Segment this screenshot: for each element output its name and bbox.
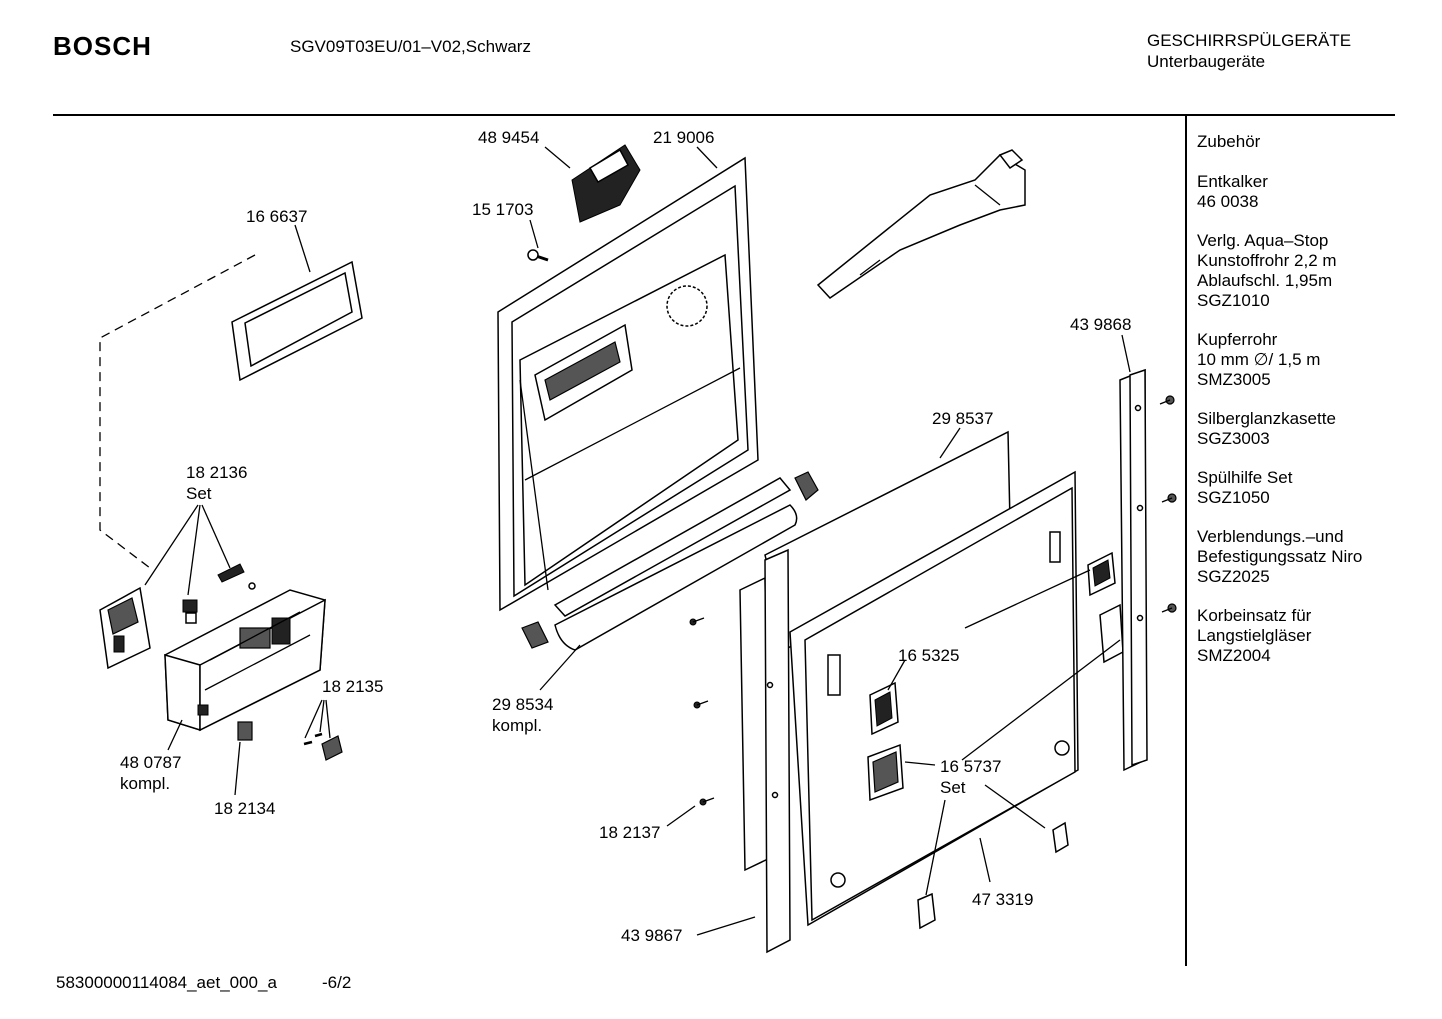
document-id: 58300000114084_aet_000_a bbox=[56, 973, 277, 992]
brand-logo: BOSCH bbox=[53, 31, 152, 61]
side-screws-part bbox=[1159, 395, 1177, 613]
part-label-489454: 48 9454 bbox=[478, 128, 539, 147]
hook-part bbox=[794, 471, 819, 501]
accessory-line: SGZ1010 bbox=[1197, 291, 1270, 310]
seal-clip-part bbox=[521, 621, 549, 649]
control-module-part bbox=[164, 589, 326, 732]
accessories-heading: Zubehör bbox=[1197, 132, 1261, 151]
accessory-line: Verblendungs.–und bbox=[1197, 527, 1344, 546]
part-label-165737-set: Set bbox=[940, 778, 966, 797]
accessory-line: SGZ2025 bbox=[1197, 567, 1270, 586]
accessory-line: Kupferrohr bbox=[1197, 330, 1278, 349]
right-trim-strip-part bbox=[1119, 368, 1148, 772]
part-label-165737: 16 5737 bbox=[940, 757, 1001, 776]
accessory-line: Ablaufschl. 1,95m bbox=[1197, 271, 1333, 290]
accessory-line: Verlg. Aqua–Stop bbox=[1197, 231, 1329, 250]
accessory-line: Korbeinsatz für bbox=[1197, 606, 1312, 625]
dashed-assembly-line bbox=[99, 254, 256, 569]
accessory-line: Spülhilfe Set bbox=[1197, 468, 1293, 487]
accessory-line: 46 0038 bbox=[1197, 192, 1259, 211]
accessory-line: Entkalker bbox=[1197, 172, 1268, 191]
hose-bracket-part bbox=[816, 149, 1026, 299]
seal-frame-part bbox=[231, 260, 363, 382]
side-plate-part bbox=[99, 586, 151, 670]
part-label-439867: 43 9867 bbox=[621, 926, 682, 945]
part-label-298537: 29 8537 bbox=[932, 409, 993, 428]
accessory-line: SGZ1050 bbox=[1197, 488, 1270, 507]
accessory-line: Langstielgläser bbox=[1197, 626, 1312, 645]
model-number: SGV09T03EU/01–V02,Schwarz bbox=[290, 37, 531, 56]
hinge-mount-part bbox=[869, 551, 1116, 736]
part-label-219006: 21 9006 bbox=[653, 128, 714, 147]
accessory-line: Kunstoffrohr 2,2 m bbox=[1197, 251, 1337, 270]
leader-lines bbox=[144, 146, 1131, 936]
part-label-166637: 16 6637 bbox=[246, 207, 307, 226]
part-label-182137: 18 2137 bbox=[599, 823, 660, 842]
screw-part bbox=[527, 249, 549, 262]
screws-part bbox=[689, 617, 715, 806]
small-switch-parts bbox=[182, 563, 256, 624]
left-trim-strip-part bbox=[739, 548, 791, 954]
category-subtitle: Unterbaugeräte bbox=[1147, 52, 1266, 71]
outer-door-panel-part bbox=[789, 470, 1079, 927]
accessories-divider bbox=[1185, 116, 1187, 966]
bracket-set-part bbox=[867, 603, 1124, 930]
accessory-line: SGZ3003 bbox=[1197, 429, 1270, 448]
accessory-line: Befestigungssatz Niro bbox=[1197, 547, 1363, 566]
part-label-298534: 29 8534 bbox=[492, 695, 553, 714]
part-label-182136: 18 2136 bbox=[186, 463, 247, 482]
part-label-182134: 18 2134 bbox=[214, 799, 275, 818]
part-label-473319: 47 3319 bbox=[972, 890, 1033, 909]
part-label-480787-kompl: kompl. bbox=[120, 774, 170, 793]
accessory-line: Silberglanzkasette bbox=[1197, 409, 1336, 428]
page-number: -6/2 bbox=[322, 973, 352, 992]
inner-door-part bbox=[497, 156, 759, 612]
clip-pair-part bbox=[303, 732, 343, 761]
accessory-line: SMZ3005 bbox=[1197, 370, 1271, 389]
header-divider bbox=[53, 114, 1395, 116]
part-label-165325: 16 5325 bbox=[898, 646, 959, 665]
part-label-182135: 18 2135 bbox=[322, 677, 383, 696]
part-label-182136-set: Set bbox=[186, 484, 212, 503]
accessory-line: 10 mm ∅/ 1,5 m bbox=[1197, 350, 1321, 369]
part-label-480787: 48 0787 bbox=[120, 753, 181, 772]
accessory-line: SMZ2004 bbox=[1197, 646, 1271, 665]
part-label-151703: 15 1703 bbox=[472, 200, 533, 219]
door-seal-strip-part bbox=[553, 477, 798, 651]
category-title: GESCHIRRSPÜLGERÄTE bbox=[1147, 31, 1352, 50]
door-lock-part bbox=[571, 144, 641, 223]
exploded-parts-diagram: 48 9454 21 9006 15 1703 16 6637 43 9868 … bbox=[99, 128, 1177, 954]
part-label-298534-kompl: kompl. bbox=[492, 716, 542, 735]
part-label-439868: 43 9868 bbox=[1070, 315, 1131, 334]
clip-part bbox=[237, 721, 253, 741]
